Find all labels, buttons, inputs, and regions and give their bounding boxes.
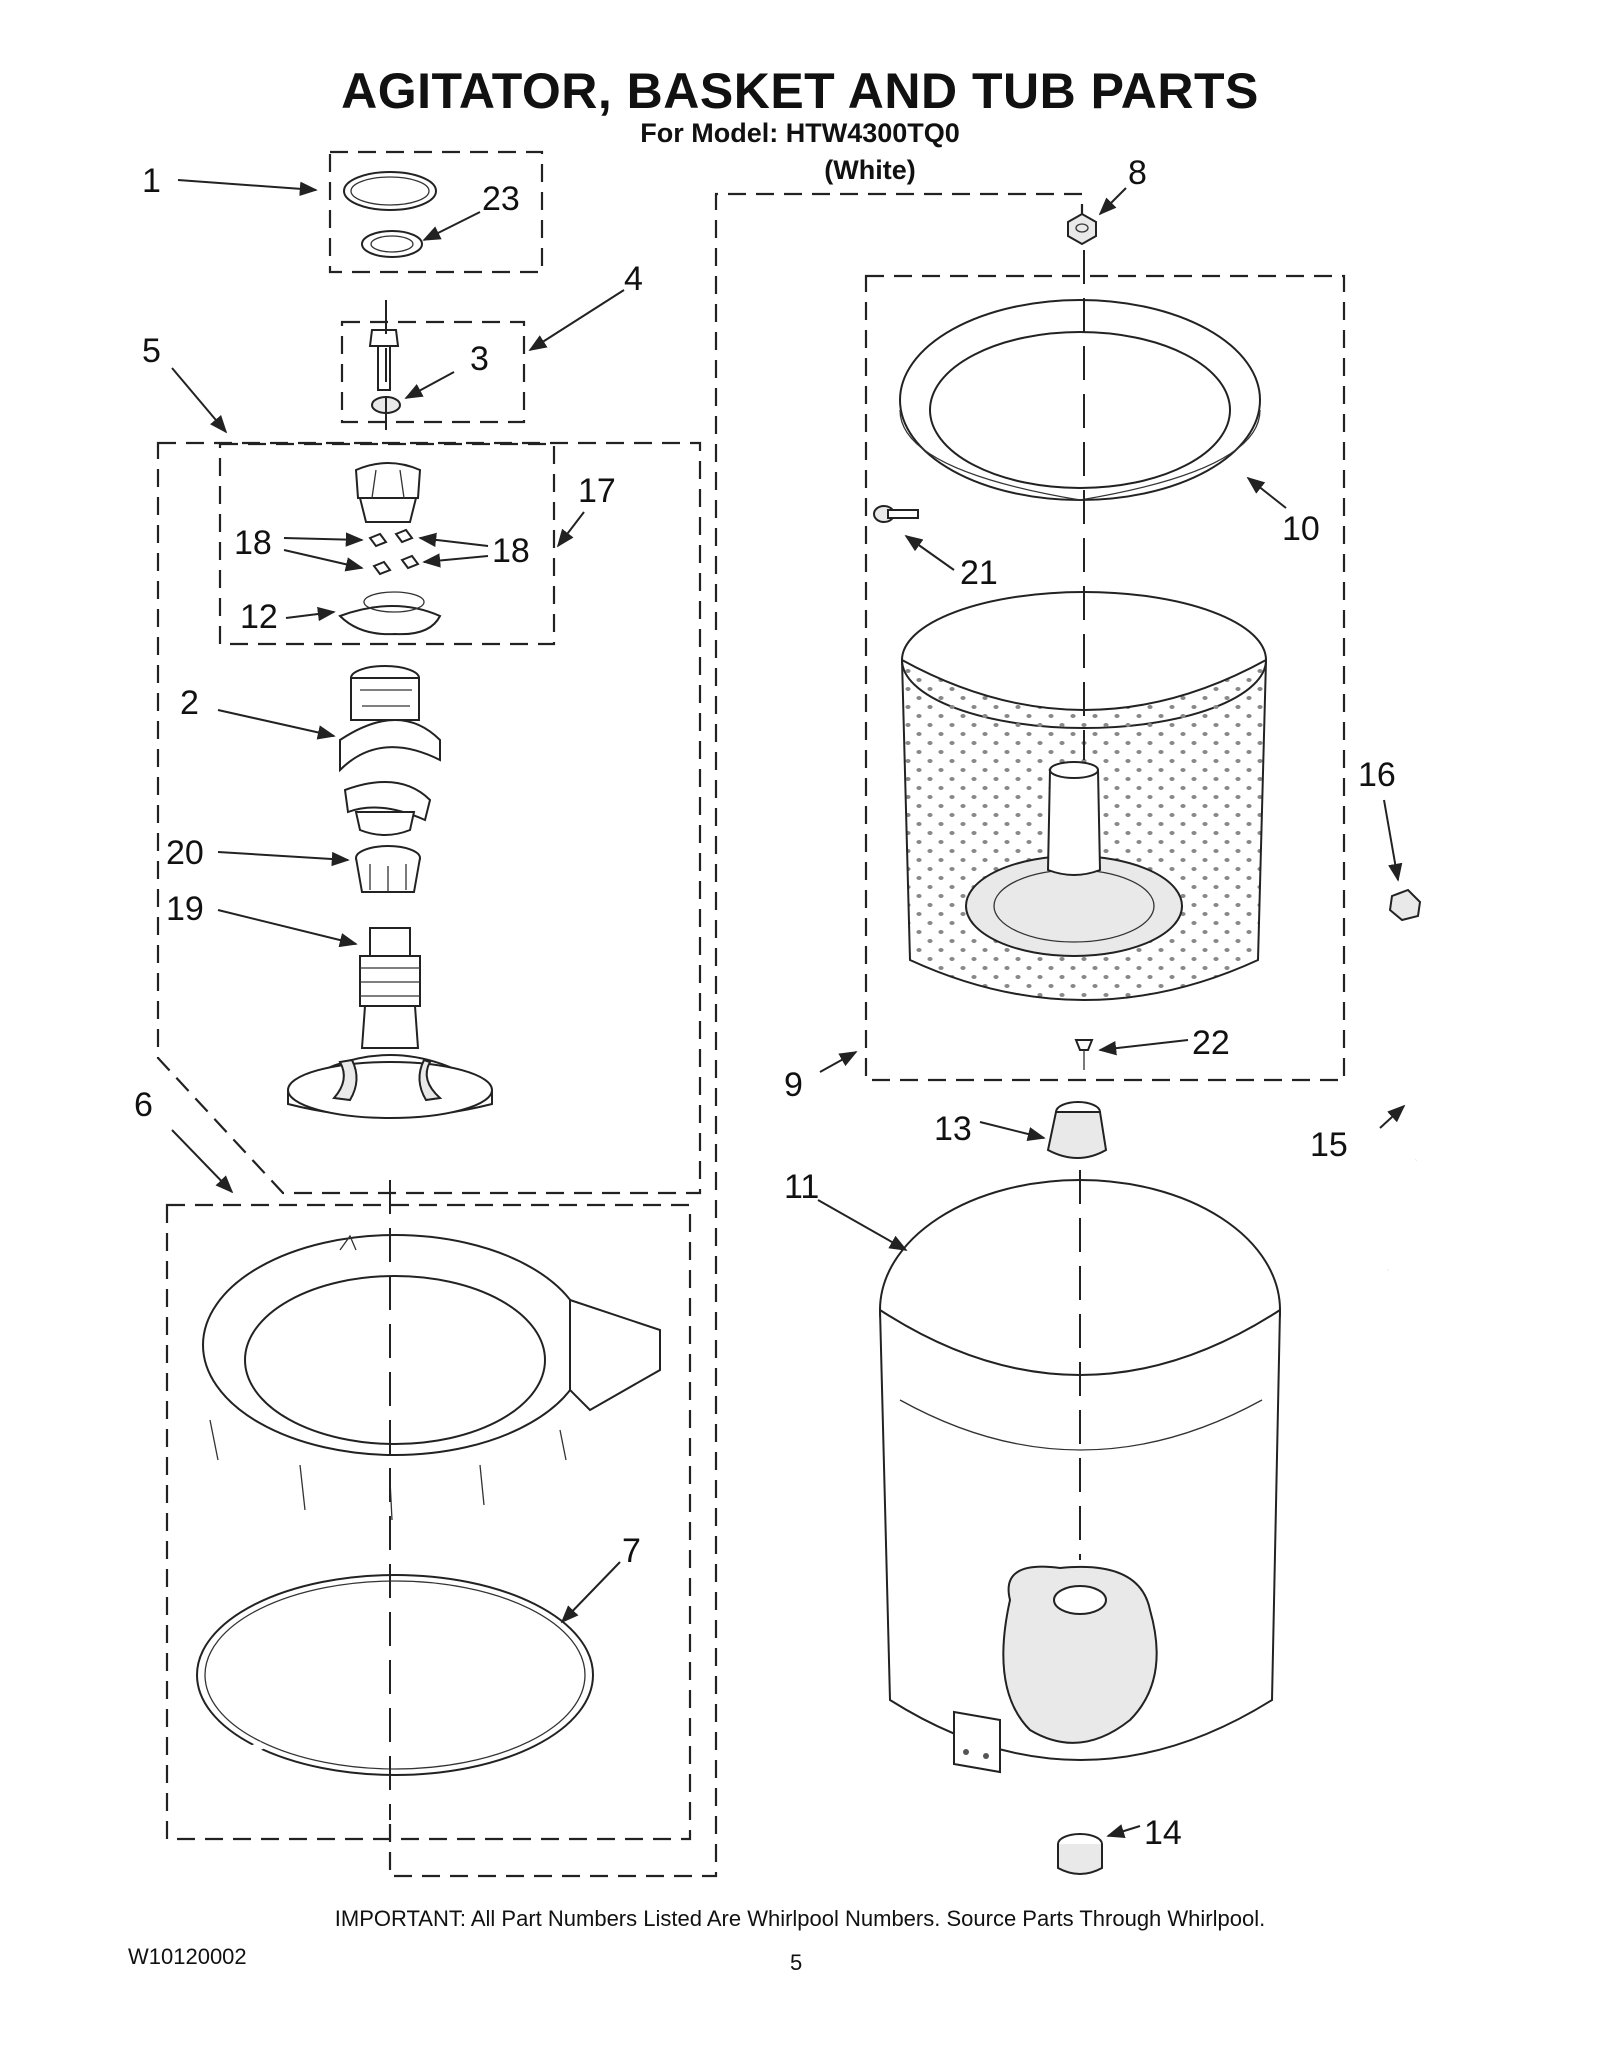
callout-17: 17	[578, 472, 616, 510]
part-20-drive-bearing	[355, 845, 421, 893]
part-14-drain-boot	[1057, 1833, 1103, 1875]
part-19-agitator-base	[287, 927, 493, 1119]
group-box-17	[218, 442, 556, 646]
callout-6: 6	[134, 1086, 153, 1124]
page-title: AGITATOR, BASKET AND TUB PARTS	[341, 63, 1259, 119]
model-subtitle: For Model: HTW4300TQ0	[640, 118, 960, 148]
page-number: 5	[790, 1950, 803, 1975]
part-17-agitator-cam	[354, 462, 422, 523]
callout-4: 4	[624, 260, 643, 298]
part-15-hose	[1386, 940, 1418, 1271]
callout-12: 12	[240, 598, 278, 636]
part-2-auger	[339, 665, 441, 836]
callout-22: 22	[1192, 1024, 1230, 1062]
part-22-screw	[1074, 1039, 1094, 1070]
callout-8: 8	[1128, 154, 1147, 192]
group-box-6	[165, 1203, 692, 1841]
group-box-9	[864, 274, 1346, 1082]
callout-labels: 1 23 4 3 5 17 18 18 12 2 20 19 6 7 8 10 …	[134, 154, 1396, 1852]
callout-18-left: 18	[234, 524, 272, 562]
color-subtitle: (White)	[824, 155, 916, 185]
callout-21: 21	[960, 554, 998, 592]
part-10-balance-ring	[899, 299, 1261, 501]
callout-9: 9	[784, 1066, 803, 1104]
part-21-screw	[873, 505, 919, 523]
callout-11: 11	[784, 1168, 819, 1206]
callout-23: 23	[482, 180, 520, 218]
part-8-basket-nut	[1067, 212, 1097, 246]
leader-lines	[171, 179, 1406, 1839]
callout-15: 15	[1310, 1126, 1348, 1164]
group-box-1-23	[328, 150, 544, 274]
callout-10: 10	[1282, 510, 1320, 548]
group-box-4	[340, 320, 526, 424]
part-13-tub-seal	[1046, 1101, 1108, 1159]
callout-7: 7	[622, 1532, 641, 1570]
callout-16: 16	[1358, 756, 1396, 794]
part-23-washer	[361, 230, 423, 258]
callout-2: 2	[180, 684, 199, 722]
important-notice: IMPORTANT: All Part Numbers Listed Are W…	[334, 1906, 1266, 1931]
callout-1: 1	[142, 162, 161, 200]
part-9-wash-basket	[900, 591, 1268, 1001]
callout-20: 20	[166, 834, 204, 872]
group-box-5	[156, 441, 702, 1195]
document-number: W10120002	[128, 1944, 247, 1969]
callout-14: 14	[1144, 1814, 1182, 1852]
callout-3: 3	[470, 340, 489, 378]
part-1-seal	[343, 171, 437, 211]
shaft-connection-line	[388, 192, 1084, 1878]
callout-13: 13	[934, 1110, 972, 1148]
callout-5: 5	[142, 332, 161, 370]
part-12-cam-retainer	[338, 591, 442, 636]
part-7-snubber-ring	[196, 1574, 594, 1776]
callout-18-right: 18	[492, 532, 530, 570]
part-18-agitator-dogs	[368, 528, 420, 576]
part-16-hose-clamp	[1388, 888, 1422, 922]
callout-19: 19	[166, 890, 204, 928]
part-6-tub-ring	[202, 1234, 661, 1521]
